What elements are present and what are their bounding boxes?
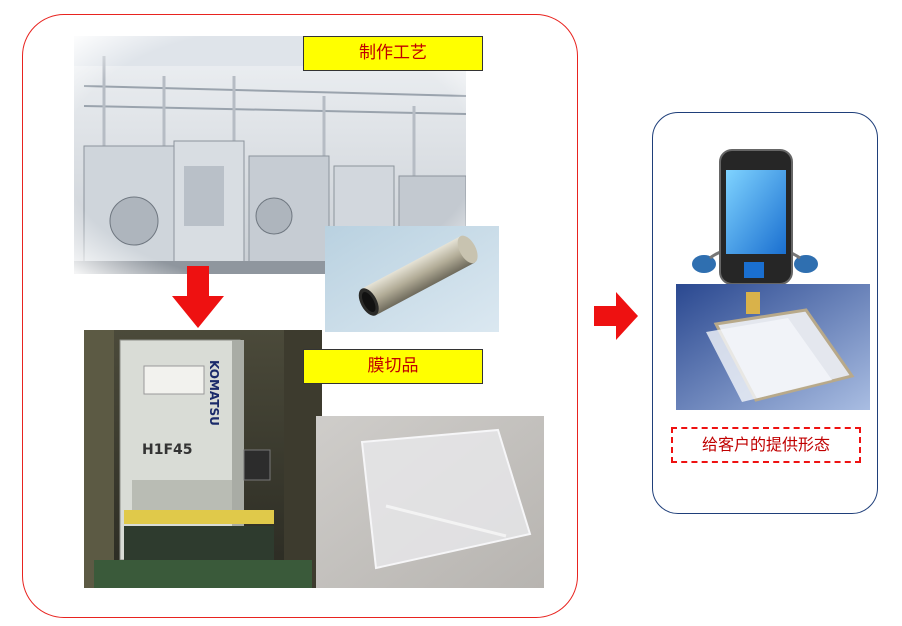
coating-machine-photo — [74, 36, 466, 274]
press-machine-photo: KOMATSU H1F45 — [84, 330, 322, 588]
touch-panel-photo — [676, 284, 870, 410]
arrow-right-icon — [594, 292, 638, 340]
arrow-down-icon — [172, 266, 224, 328]
cut-film-photo — [316, 416, 544, 588]
process-panel — [22, 14, 578, 618]
press-model-stamp: H1F45 — [142, 442, 193, 458]
delivery-panel — [652, 112, 878, 514]
process-label: 制作工艺 — [303, 36, 483, 71]
delivery-form-label: 给客户的提供形态 — [671, 427, 861, 463]
press-brand-stamp: KOMATSU — [207, 360, 221, 426]
smartphone-icon — [692, 149, 818, 285]
film-roll-photo — [325, 226, 499, 332]
film-cut-label: 膜切品 — [303, 349, 483, 384]
